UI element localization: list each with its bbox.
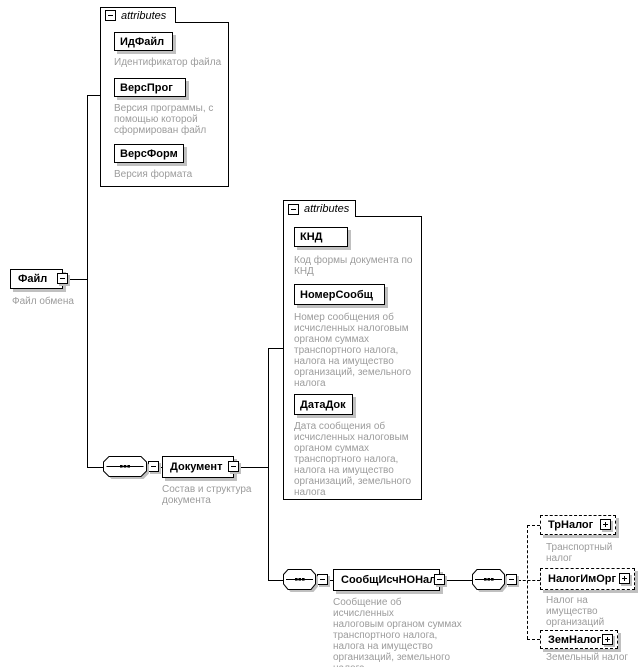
attribute-versform-box[interactable]: ВерсФорм	[114, 144, 184, 163]
element-message-label: СообщИсчНОНал	[341, 574, 437, 586]
element-document-annotation: Состав и структура документа	[162, 484, 252, 506]
element-document-box[interactable]: Документ	[162, 456, 239, 478]
connector	[159, 467, 163, 468]
connector-optional	[527, 525, 540, 526]
sequence-icon[interactable]	[103, 456, 150, 485]
connector	[87, 95, 88, 468]
attribute-datadok-label: ДатаДок	[300, 398, 346, 411]
attribute-datadok-box[interactable]: ДатаДок	[294, 394, 353, 415]
connector	[268, 348, 283, 349]
attributes-label: attributes	[121, 9, 167, 22]
attribute-versform-label: ВерсФорм	[120, 147, 178, 160]
attribute-knd-annotation: Код формы документа по КНД	[294, 255, 413, 277]
attribute-idfile-label: ИдФайл	[120, 35, 165, 48]
attribute-nomersoobsch-box[interactable]: НомерСообщ	[294, 284, 385, 305]
sequence-icon[interactable]	[283, 569, 319, 598]
element-nalogimorg-label: НалогИмОрг	[548, 573, 617, 585]
element-zemnalog-annotation: Земельный налог	[546, 652, 629, 663]
attributes-label: attributes	[304, 203, 350, 215]
attribute-versform-annotation: Версия формата	[114, 169, 193, 180]
connector-optional	[527, 525, 528, 639]
attribute-versprog-annotation: Версия программы, с помощью которой сфор…	[114, 103, 214, 136]
connector	[268, 580, 283, 581]
connector	[240, 467, 268, 468]
attribute-knd-label: КНД	[300, 231, 323, 243]
connector-optional	[518, 580, 540, 581]
element-trnalog-label: ТрНалог	[548, 519, 594, 531]
sequence-icon[interactable]	[472, 569, 508, 598]
attribute-nomersoobsch-annotation: Номер сообщения об исчисленных налоговым…	[294, 312, 412, 389]
element-nalogimorg-box[interactable]: НалогИмОрг	[540, 568, 635, 590]
attribute-nomersoobsch-label: НомерСообщ	[300, 288, 373, 301]
element-zemnalog-box[interactable]: ЗемНалог	[540, 630, 618, 649]
attributes-tab-document: attributes	[283, 200, 356, 217]
attributes-container-document	[283, 216, 422, 500]
collapse-icon[interactable]	[228, 461, 239, 472]
connector-optional	[527, 639, 540, 640]
attribute-datadok-annotation: Дата сообщения об исчисленных налоговым …	[294, 421, 412, 498]
collapse-icon[interactable]	[288, 203, 299, 215]
attribute-versprog-box[interactable]: ВерсПрог	[114, 78, 186, 97]
connector	[69, 279, 87, 280]
element-trnalog-box[interactable]: ТрНалог	[540, 515, 616, 535]
connector	[328, 580, 333, 581]
element-file-annotation: Файл обмена	[12, 296, 74, 307]
element-zemnalog-label: ЗемНалог	[548, 633, 602, 646]
collapse-icon[interactable]	[105, 10, 116, 21]
connector	[446, 580, 472, 581]
attribute-knd-box[interactable]: КНД	[294, 227, 348, 247]
element-document-label: Документ	[170, 461, 223, 473]
connector	[87, 467, 103, 468]
attributes-tab-file: attributes	[100, 7, 176, 23]
element-trnalog-annotation: Транспортный налог	[546, 542, 613, 564]
attribute-idfile-annotation: Идентификатор файла	[114, 57, 222, 68]
collapse-icon[interactable]	[434, 574, 445, 585]
expand-icon[interactable]	[600, 519, 611, 530]
connector	[268, 348, 269, 581]
expand-icon[interactable]	[619, 573, 630, 584]
attribute-idfile-box[interactable]: ИдФайл	[114, 32, 173, 51]
element-message-box[interactable]: СообщИсчНОНал	[333, 569, 445, 591]
element-message-annotation: Сообщение об исчисленных налоговым орган…	[333, 597, 462, 667]
element-file-label: Файл	[18, 273, 48, 285]
element-nalogimorg-annotation: Налог на имущество организаций	[546, 595, 605, 628]
connector	[87, 95, 100, 96]
expand-icon[interactable]	[602, 633, 613, 645]
attribute-versprog-label: ВерсПрог	[120, 81, 173, 94]
element-file-box[interactable]: Файл	[10, 269, 68, 289]
collapse-icon[interactable]	[57, 273, 68, 284]
